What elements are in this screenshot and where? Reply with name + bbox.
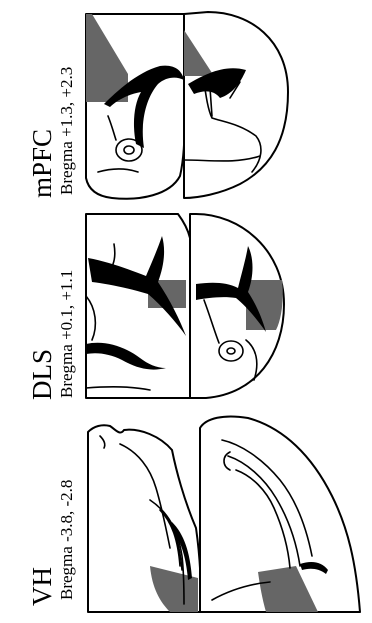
vh-section-right <box>200 416 360 612</box>
mpfc-section-left <box>86 14 186 199</box>
dls-section-left <box>86 214 190 398</box>
vh-title: VH <box>27 567 57 606</box>
mpfc-section-right <box>184 12 288 198</box>
mpfc-bregma-label: Bregma +1.3, +2.3 <box>57 67 76 195</box>
dls-bregma-label: Bregma +0.1, +1.1 <box>57 270 76 398</box>
mpfc-panel: mPFC Bregma +0.1, +1.1 Bregma +1.3, +2.3 <box>27 12 288 199</box>
dls-section-right <box>190 214 284 398</box>
mpfc-title: mPFC <box>27 129 57 198</box>
dls-panel: DLS Bregma +0.1, +1.1 <box>27 214 284 400</box>
dls-title: DLS <box>27 349 57 400</box>
vh-section-left <box>88 425 201 612</box>
vh-bregma-label: Bregma -3.8, -2.8 <box>57 480 76 600</box>
vh-panel: VH Bregma -3.8, -2.8 <box>27 416 360 612</box>
